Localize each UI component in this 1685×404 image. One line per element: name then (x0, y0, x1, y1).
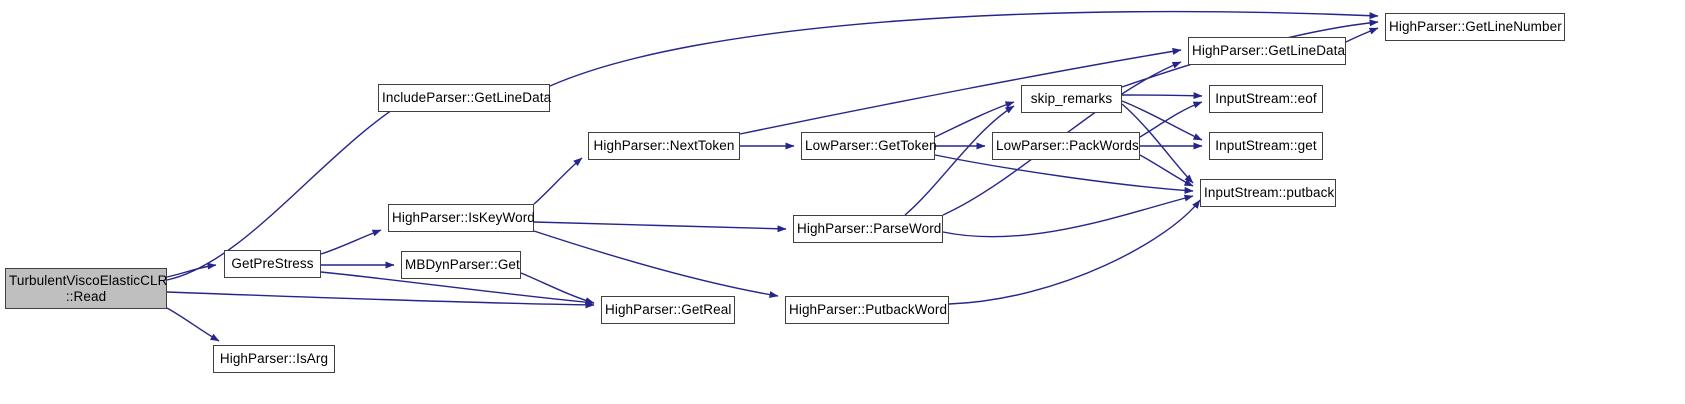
graph-node-isputback[interactable]: InputStream::putback (1200, 179, 1336, 207)
graph-node-getlinenumber[interactable]: HighParser::GetLineNumber (1385, 13, 1565, 41)
graph-node-isarg[interactable]: HighParser::IsArg (213, 345, 335, 373)
graph-node-getreal[interactable]: HighParser::GetReal (601, 296, 735, 324)
graph-node-label: HighParser::NextToken (593, 138, 735, 154)
graph-node-label: skip_remarks (1030, 91, 1113, 107)
graph-node-parseword[interactable]: HighParser::ParseWord (793, 215, 943, 243)
graph-node-label: InputStream::get (1215, 138, 1317, 154)
graph-node-label: MBDynParser::Get (405, 257, 520, 273)
graph-edge-skipremarks-to-iseof (1121, 92, 1203, 100)
graph-node-label: HighParser::GetReal (605, 302, 732, 318)
graph-edge-packwords-to-isputback (1139, 154, 1194, 187)
graph-edge-parseword-to-isputback (942, 194, 1194, 238)
graph-node-lowgettoken[interactable]: LowParser::GetToken (801, 132, 937, 160)
graph-node-iseof[interactable]: InputStream::eof (1209, 85, 1323, 113)
graph-edge-iskeyword-to-parseword (533, 221, 787, 233)
graph-node-iskeyword[interactable]: HighParser::IsKeyWord (388, 204, 535, 232)
graph-node-includeline[interactable]: IncludeParser::GetLineData (378, 84, 552, 112)
graph-edge-root-to-getprestress (166, 262, 217, 278)
graph-node-label: TurbulentViscoElasticCLR ::Read (9, 272, 168, 304)
graph-edge-root-to-isarg (166, 307, 220, 342)
graph-node-label: LowParser::PackWords (996, 138, 1139, 154)
graph-node-getlinedata[interactable]: HighParser::GetLineData (1188, 37, 1346, 65)
graph-node-getprestress[interactable]: GetPreStress (224, 250, 321, 278)
graph-node-label: HighParser::PutbackWord (789, 302, 948, 318)
graph-node-packwords[interactable]: LowParser::PackWords (992, 132, 1140, 160)
graph-edge-root-to-getreal (166, 291, 595, 309)
graph-edge-parseword-to-skipremarks (904, 105, 1015, 216)
graph-node-skipremarks[interactable]: skip_remarks (1021, 85, 1122, 113)
graph-node-label: InputStream::putback (1204, 185, 1335, 201)
graph-edge-mbdynget-to-getreal (520, 272, 595, 304)
graph-edge-getprestress-to-iskeyword (320, 229, 382, 255)
graph-node-label: HighParser::IsKeyWord (392, 210, 535, 226)
graph-node-mbdynget[interactable]: MBDynParser::Get (401, 251, 521, 279)
graph-edge-getlinedata-to-getlinenumber (1345, 27, 1379, 43)
graph-node-isget[interactable]: InputStream::get (1209, 132, 1323, 160)
graph-edge-lowgettoken-to-isputback (934, 154, 1194, 194)
graph-node-label: InputStream::eof (1215, 91, 1317, 107)
graph-node-label: IncludeParser::GetLineData (382, 90, 552, 106)
graph-node-label: HighParser::GetLineData (1192, 43, 1346, 59)
graph-edge-iskeyword-to-nexttoken (533, 157, 583, 205)
graph-edge-iskeyword-to-putbackword (533, 230, 779, 299)
graph-node-nexttoken[interactable]: HighParser::NextToken (588, 132, 740, 160)
graph-node-label: GetPreStress (231, 256, 314, 272)
graph-node-putbackword[interactable]: HighParser::PutbackWord (785, 296, 949, 324)
graph-edge-packwords-to-iseof (1139, 101, 1203, 138)
graph-node-root[interactable]: TurbulentViscoElasticCLR ::Read (5, 268, 167, 309)
graph-node-label: HighParser::IsArg (219, 351, 329, 367)
graph-node-label: HighParser::GetLineNumber (1389, 19, 1562, 35)
graph-node-label: LowParser::GetToken (805, 138, 937, 154)
graph-edge-putbackword-to-isputback (948, 199, 1201, 305)
graph-node-label: HighParser::ParseWord (797, 221, 942, 237)
